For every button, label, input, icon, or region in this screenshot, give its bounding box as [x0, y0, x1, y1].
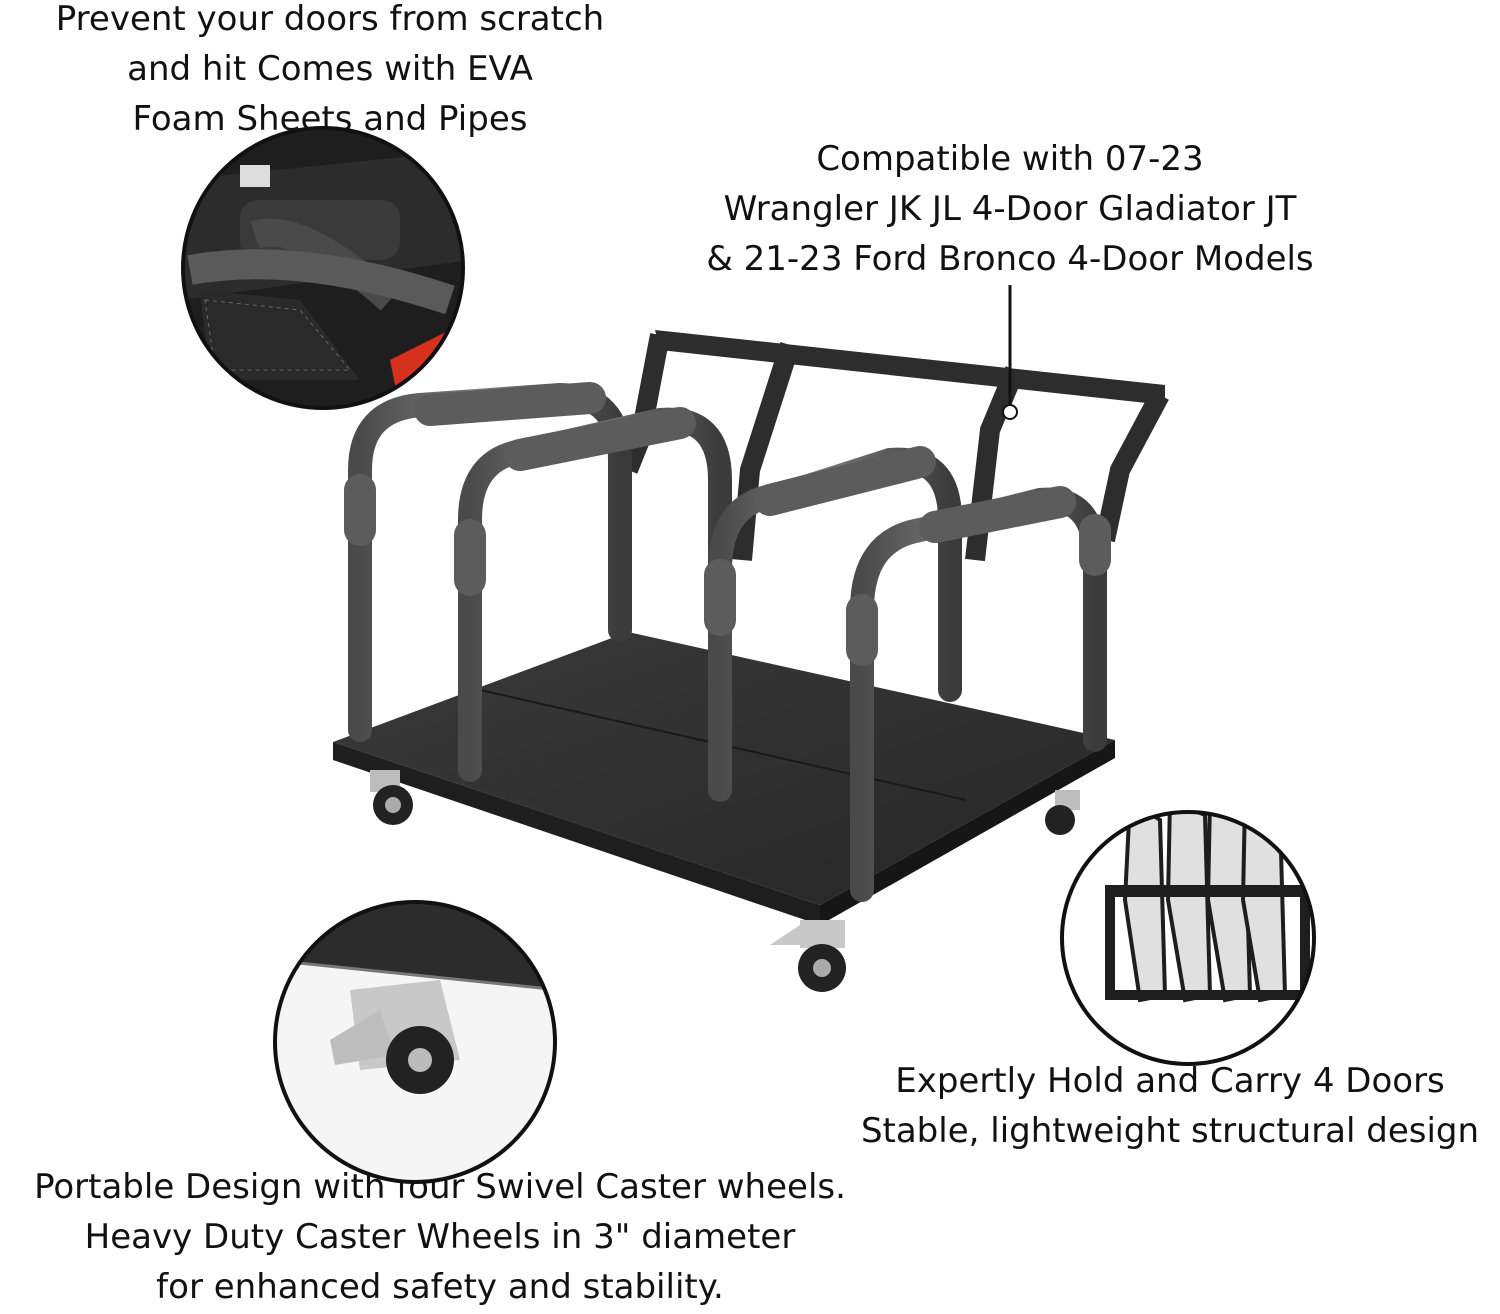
caption-compatibility: Compatible with 07-23 Wrangler JK JL 4-D…: [660, 134, 1360, 284]
caption-line: & 21-23 Ford Bronco 4-Door Models: [706, 239, 1314, 279]
foam-closeup-inset: [181, 126, 465, 410]
caption-line: Compatible with 07-23: [816, 139, 1204, 179]
caption-caster-wheels: Portable Design with four Swivel Caster …: [0, 1162, 880, 1312]
caster-closeup-inset: [273, 900, 557, 1184]
four-doors-inset: [1060, 810, 1316, 1066]
caption-line: Heavy Duty Caster Wheels in 3" diameter: [84, 1217, 796, 1257]
caption-line: Wrangler JK JL 4-Door Gladiator JT: [723, 189, 1297, 229]
caption-line: and hit Comes with EVA: [127, 49, 533, 89]
callout-pointer: [1002, 285, 1018, 420]
caption-line: Prevent your doors from scratch: [55, 0, 605, 39]
caption-line: Stable, lightweight structural design: [860, 1111, 1480, 1151]
caption-line: Expertly Hold and Carry 4 Doors: [895, 1061, 1445, 1101]
caption-hold-four-doors: Expertly Hold and Carry 4 Doors Stable, …: [830, 1056, 1500, 1156]
caster-wheel: [770, 920, 846, 992]
caster-wheel: [1045, 790, 1080, 835]
caption-door-protection: Prevent your doors from scratch and hit …: [0, 0, 660, 144]
caption-line: for enhanced safety and stability.: [156, 1267, 724, 1307]
caster-wheel: [370, 770, 413, 825]
door-cart: [333, 330, 1169, 992]
